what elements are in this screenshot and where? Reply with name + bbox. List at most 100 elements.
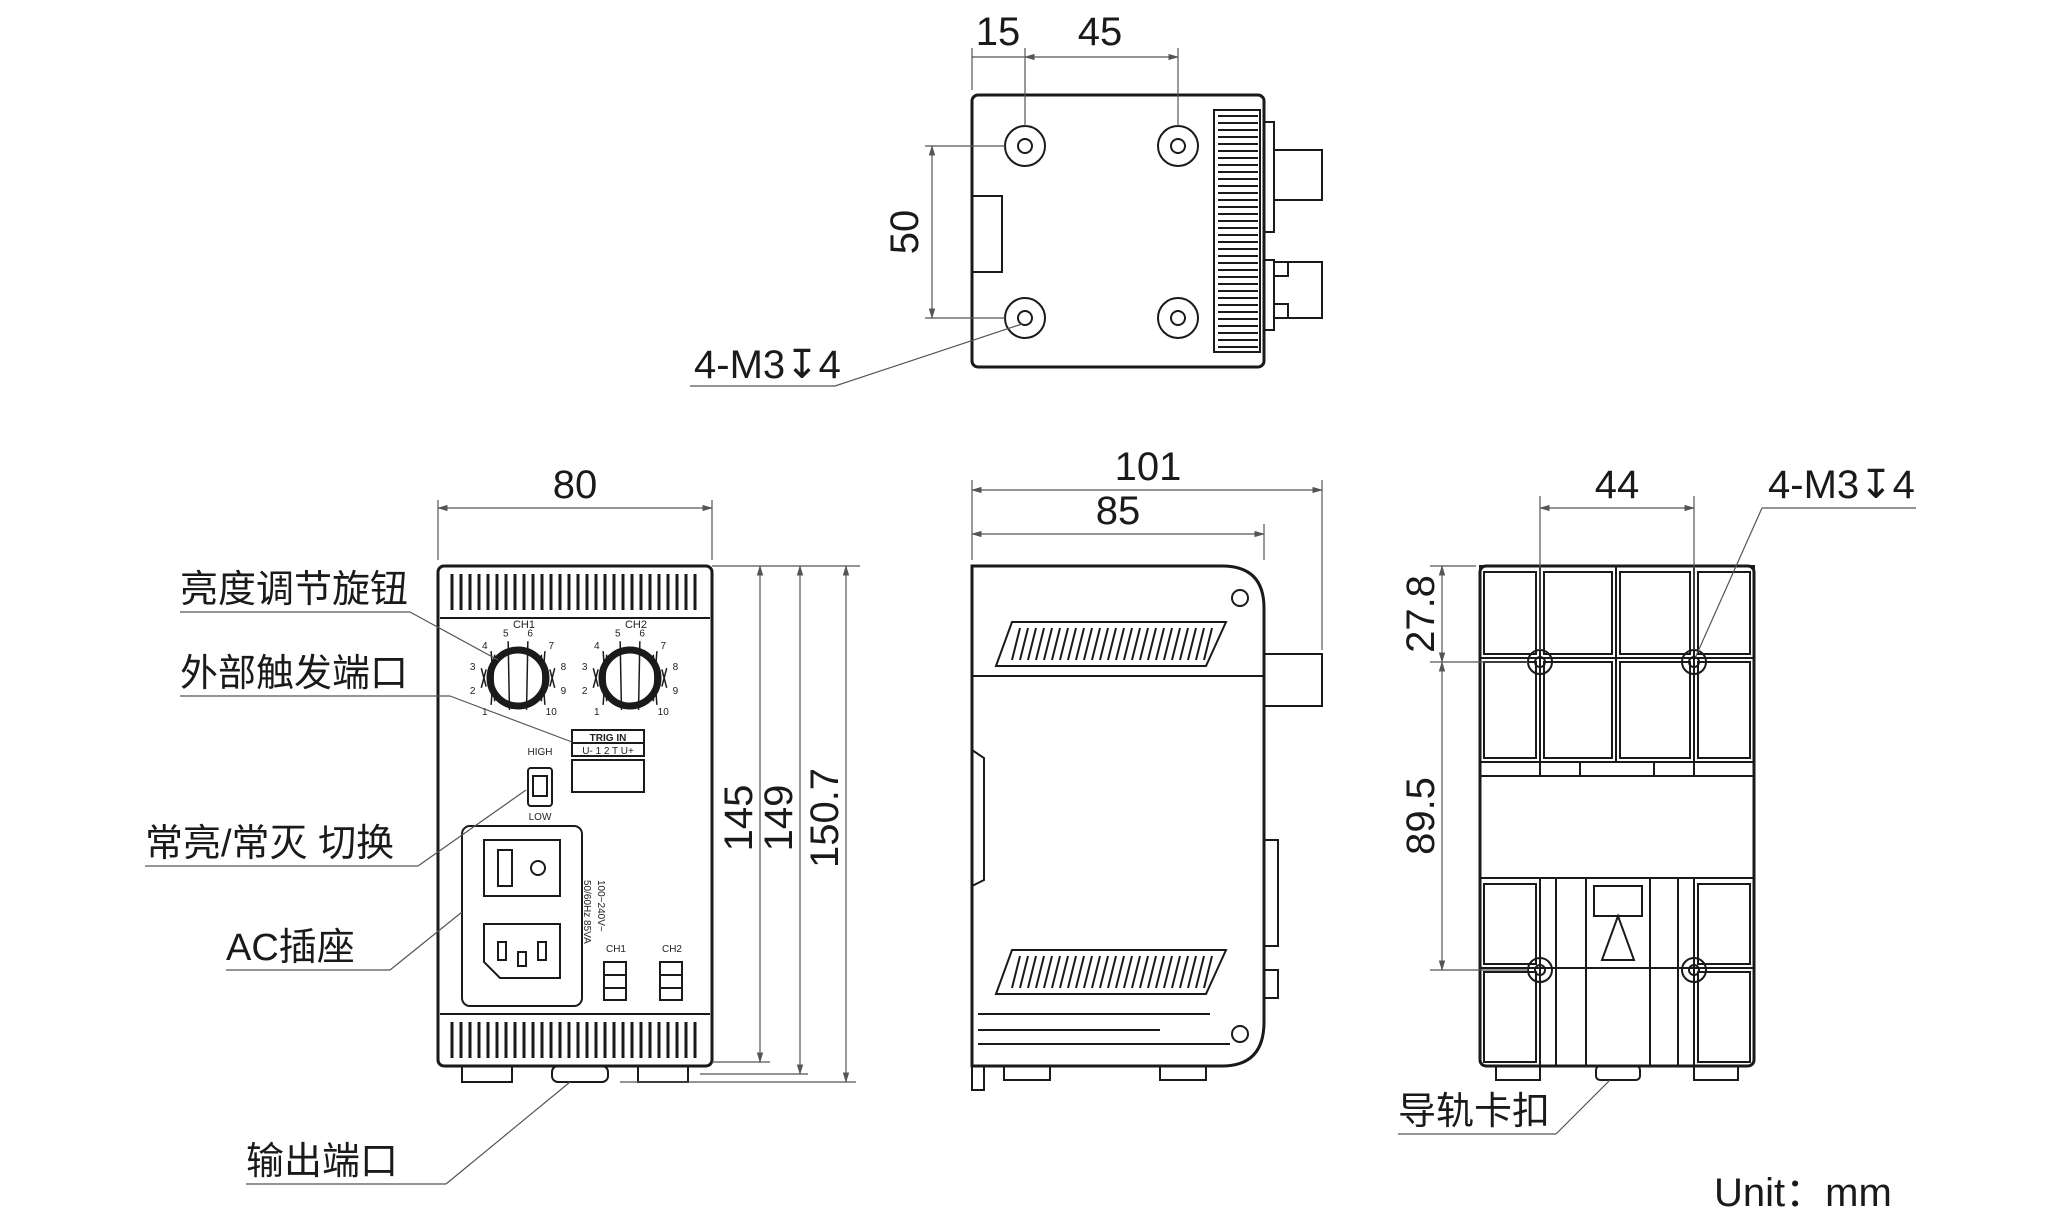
vent-line <box>1131 955 1141 989</box>
vent-line <box>1059 627 1069 661</box>
vent-line <box>1195 955 1205 989</box>
vent-line <box>1187 955 1197 989</box>
ch2-brightness-knob[interactable] <box>598 646 662 710</box>
knob-scale-label: 8 <box>673 662 679 673</box>
vent-line <box>1203 627 1213 661</box>
vent-line <box>1163 955 1173 989</box>
side-view: 101 85 <box>970 445 1324 1091</box>
dim-80: 80 <box>553 463 598 507</box>
trigger-terminal-block[interactable] <box>571 759 645 793</box>
high-label: HIGH <box>528 747 553 758</box>
dim-149: 149 <box>757 785 801 852</box>
vent-line <box>1107 955 1117 989</box>
knob-scale-label: 1 <box>594 707 600 718</box>
vent-line <box>652 654 658 705</box>
dim-145: 145 <box>717 785 761 852</box>
callout-mode-switch: 常亮/常灭 切换 <box>145 823 394 865</box>
vent-line <box>1099 955 1109 989</box>
dim-150-7: 150.7 <box>803 768 847 868</box>
vent-line <box>1027 955 1037 989</box>
vent-line <box>490 651 496 702</box>
knob-scale-label: 1 <box>482 707 488 718</box>
callout-brightness-knob: 亮度调节旋钮 <box>180 569 408 611</box>
vent-line <box>480 667 487 687</box>
vent-line <box>1059 955 1069 989</box>
vent-line <box>1131 627 1141 661</box>
low-label: LOW <box>529 812 552 823</box>
unit-label: Unit：mm <box>1714 1171 1892 1215</box>
vent-line <box>1035 955 1045 989</box>
vent-line <box>1035 627 1045 661</box>
vent-line <box>1115 627 1125 661</box>
side-vent-bottom <box>1011 955 1213 989</box>
dim-27-8: 27.8 <box>1399 575 1443 653</box>
knob-scale-label: 4 <box>482 641 488 652</box>
vent-line <box>1091 627 1101 661</box>
out-ch2-label: CH2 <box>662 944 682 955</box>
vent-line <box>602 651 608 702</box>
dim-89-5: 89.5 <box>1399 777 1443 855</box>
vent-line <box>1123 955 1133 989</box>
knob-scale-label: 3 <box>582 662 588 673</box>
knob-scale-label: 2 <box>582 686 588 697</box>
vent-line <box>1147 955 1157 989</box>
vent-line <box>661 669 668 689</box>
power-rocker-switch[interactable] <box>483 839 561 897</box>
dim-85: 85 <box>1096 489 1141 533</box>
knob-scale-label: 2 <box>470 686 476 697</box>
vent-line <box>637 641 641 710</box>
mode-toggle-switch[interactable] <box>527 767 553 807</box>
knob-scale-label: 9 <box>561 686 567 697</box>
knob-scale-label: 7 <box>548 641 554 652</box>
rating-line2: 50/60Hz 85VA <box>581 880 592 944</box>
vent-line <box>1163 627 1173 661</box>
vent-line <box>1179 955 1189 989</box>
vent-line <box>1011 627 1021 661</box>
vent-line <box>1179 627 1189 661</box>
knob-scale-label: 5 <box>615 629 621 640</box>
vent-line <box>1083 627 1093 661</box>
vent-line <box>1171 627 1181 661</box>
vent-line <box>540 654 546 705</box>
knob-scale-label: 6 <box>639 629 645 640</box>
vent-line <box>1067 955 1077 989</box>
output-connector-ch1[interactable] <box>603 961 627 1001</box>
vent-line <box>549 669 556 689</box>
knob-scale-label: 4 <box>594 641 600 652</box>
vent-line <box>1203 955 1213 989</box>
vent-line <box>1091 955 1101 989</box>
vent-line <box>1107 627 1117 661</box>
vent-line <box>507 641 511 710</box>
callout-din-clip: 导轨卡扣 <box>1398 1091 1550 1133</box>
front-vent-bottom <box>450 1022 697 1058</box>
rating-line1: 100~240V~ <box>595 880 606 932</box>
knob-scale-label: 7 <box>660 641 666 652</box>
vent-line <box>1147 627 1157 661</box>
knob-scale-label: 8 <box>561 662 567 673</box>
dim-44: 44 <box>1595 463 1640 507</box>
vent-line <box>1187 627 1197 661</box>
vent-line <box>1067 627 1077 661</box>
vent-line <box>592 667 599 687</box>
vent-line <box>1019 627 1029 661</box>
front-vent-top <box>450 574 697 610</box>
vent-line <box>1083 955 1093 989</box>
knob-scale-label: 5 <box>503 629 509 640</box>
knob-scale-label: 10 <box>658 707 670 718</box>
output-connector-ch2[interactable] <box>659 961 683 1001</box>
vent-line <box>1075 955 1085 989</box>
trig-in-label: TRIG IN <box>590 733 627 744</box>
vent-line <box>1099 627 1109 661</box>
top-view-fins <box>1218 115 1258 348</box>
top-thread-label: 4-M3↧4 <box>694 343 841 387</box>
callout-ac-socket: AC插座 <box>226 927 355 969</box>
ch1-brightness-knob[interactable] <box>486 646 550 710</box>
vent-line <box>525 641 529 710</box>
knob-scale-label: 10 <box>546 707 558 718</box>
trig-pins-label: U- 1 2 T U+ <box>582 746 634 757</box>
ac-inlet-socket[interactable] <box>483 923 561 979</box>
side-vent-top <box>1011 627 1213 661</box>
vent-line <box>1027 627 1037 661</box>
